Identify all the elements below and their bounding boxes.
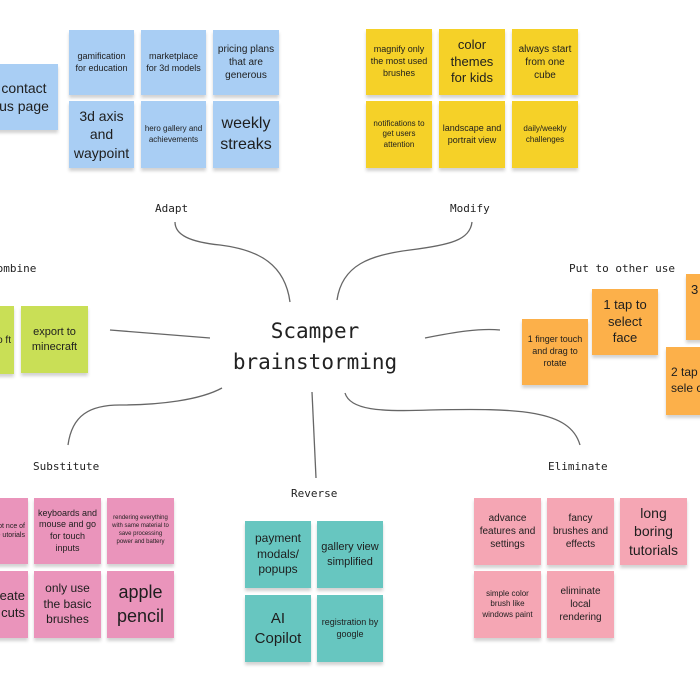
sticky-note-eliminate-local-rendering[interactable]: eliminate local rendering [547,571,614,638]
sticky-note-color-themes-kids[interactable]: color themes for kids [439,29,505,95]
sticky-note-substitute-partial-tutorials[interactable]: bot nce of pre- utorials [0,498,28,564]
connector-modify [336,221,473,301]
label-put-to-other-use: Put to other use [569,262,675,275]
label-eliminate: Eliminate [548,460,608,473]
connector-put-to-other-use [424,328,501,339]
sticky-note-notifications[interactable]: notifications to get users attention [366,101,432,168]
sticky-note-pricing-plans[interactable]: pricing plans that are generous [213,30,279,95]
sticky-note-combine-partial[interactable]: to ft [0,306,14,374]
sticky-note-substitute-partial-cuts[interactable]: e eate cuts [0,571,28,638]
connector-adapt [174,221,291,303]
connector-combine [109,329,211,339]
label-adapt: Adapt [155,202,189,215]
connector-substitute [67,387,223,446]
sticky-note-finger-drag-rotate[interactable]: 1 finger touch and drag to rotate [522,319,588,385]
sticky-note-contact-us-page[interactable]: contact us page [0,64,58,130]
sticky-note-fancy-brushes[interactable]: fancy brushes and effects [547,498,614,565]
sticky-note-daily-weekly-challenges[interactable]: daily/weekly challenges [512,101,578,168]
sticky-note-put-partial-3[interactable]: 3 [686,274,700,340]
connector-reverse [311,391,317,479]
label-substitute: Substitute [33,460,100,473]
sticky-note-registration-google[interactable]: registration by google [317,595,383,662]
sticky-note-basic-brushes[interactable]: only use the basic brushes [34,571,101,638]
sticky-note-marketplace-3d-models[interactable]: marketplace for 3d models [141,30,206,95]
sticky-note-apple-pencil[interactable]: apple pencil [107,571,174,638]
sticky-note-two-tap-select-cube[interactable]: 2 tap sele cu [666,347,700,415]
label-modify: Modify [450,202,490,215]
central-topic-line2: brainstorming [232,350,398,374]
sticky-note-landscape-portrait[interactable]: landscape and portrait view [439,101,505,168]
sticky-note-start-one-cube[interactable]: always start from one cube [512,29,578,95]
central-topic[interactable]: Scamper brainstorming [215,316,415,378]
connector-eliminate [344,392,581,446]
sticky-note-rendering-same-material[interactable]: rendering everything with same material … [107,498,174,564]
sticky-note-simple-color-brush[interactable]: simple color brush like windows paint [474,571,541,638]
sticky-note-gallery-view[interactable]: gallery view simplified [317,521,383,588]
sticky-note-magnify-brushes[interactable]: magnify only the most used brushes [366,29,432,95]
label-reverse: Reverse [291,487,338,500]
sticky-note-weekly-streaks[interactable]: weekly streaks [213,101,279,168]
central-topic-line1: Scamper [270,319,360,343]
label-combine: Combine [0,262,37,275]
sticky-note-gamification-for-education[interactable]: gamification for education [69,30,134,95]
sticky-note-hero-gallery[interactable]: hero gallery and achievements [141,101,206,168]
sticky-note-3d-axis-waypoint[interactable]: 3d axis and waypoint [69,101,134,168]
sticky-note-long-boring-tutorials[interactable]: long boring tutorials [620,498,687,565]
sticky-note-ai-copilot[interactable]: AI Copilot [245,595,311,662]
sticky-note-payment-modals[interactable]: payment modals/ popups [245,521,311,588]
sticky-note-keyboards-mouse[interactable]: keyboards and mouse and go for touch inp… [34,498,101,564]
sticky-note-export-to-minecraft[interactable]: export to minecraft [21,306,88,373]
sticky-note-advance-features[interactable]: advance features and settings [474,498,541,565]
sticky-note-tap-select-face[interactable]: 1 tap to select face [592,289,658,355]
